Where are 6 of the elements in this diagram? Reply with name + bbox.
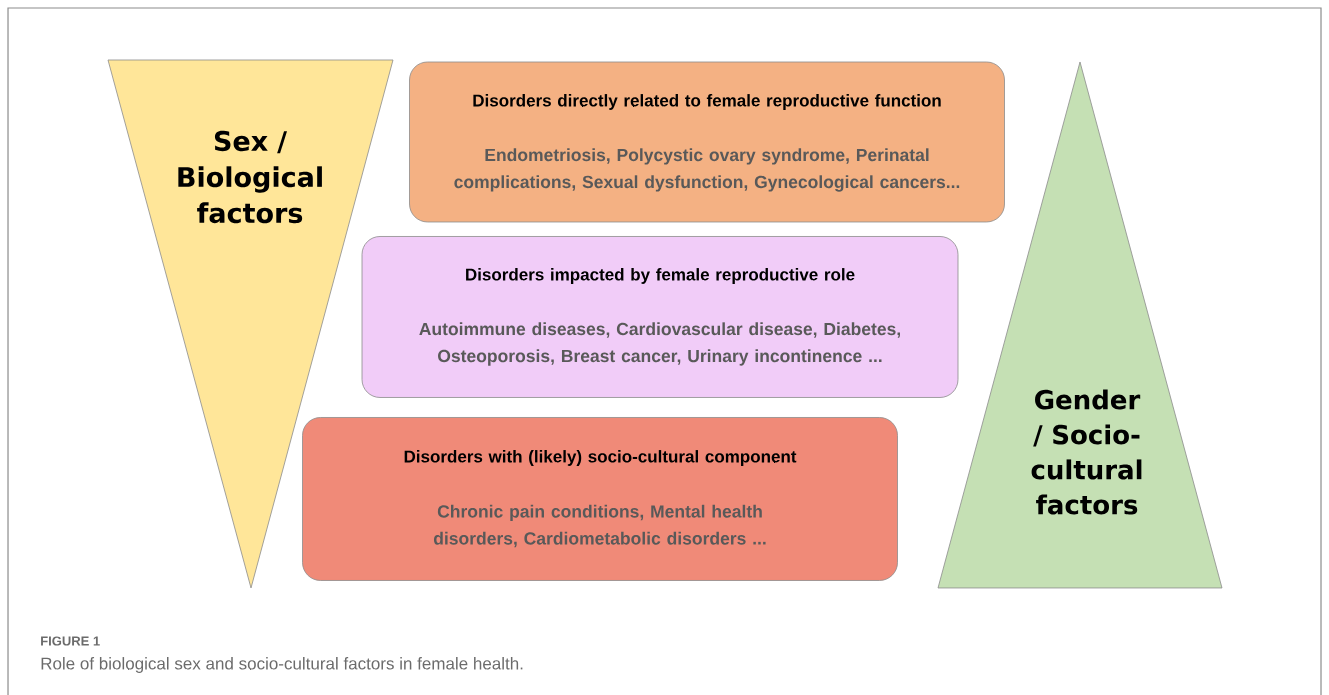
triangle: Sex / Biological factors	[107, 59, 394, 589]
figure-label: FIGURE 1	[41, 636, 100, 646]
rounded-box: Disorders impacted by female reproductive role Autoimmune diseases, Cardiovascular disease, Diabetes, Osteoporosis, Breast cancer, Urinary incontinence ...	[361, 236, 959, 398]
rounded-box: Disorders with (likely) socio-cultural component Chronic pain conditions, Mental health disorders, Cardiometabolic disorders ...	[302, 417, 898, 581]
caption: Role of biological sex and socio-cultural factors in female health.	[41, 657, 523, 673]
rounded-box: Disorders directly related to female reproductive function Endometriosis, Polycystic ovary syndrome, Perinatal complications, Sexual dysfunction, Gynecological cancers...	[409, 61, 1005, 223]
